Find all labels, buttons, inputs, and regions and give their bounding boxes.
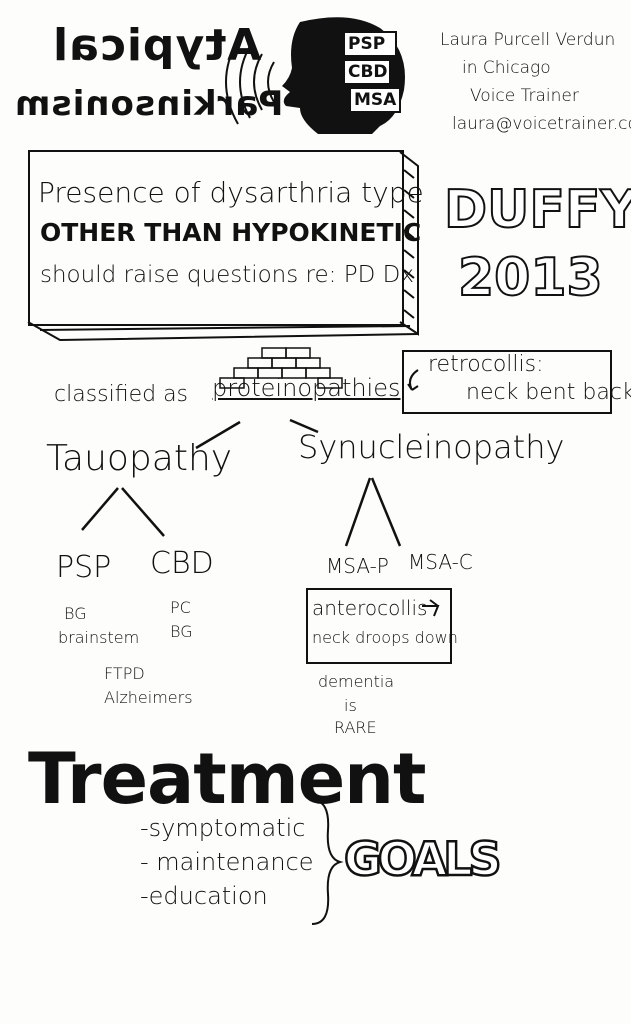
- banner-frame: [27, 151, 419, 342]
- anterocollis-arrow-icon: [422, 599, 440, 617]
- treatment-item-maintenance: - maintenance: [140, 848, 314, 876]
- anterocollis-desc: neck droops down: [312, 628, 458, 647]
- anterocollis-box: [306, 588, 452, 664]
- author-location: in Chicago: [462, 58, 551, 78]
- classified-as: classified as: [54, 382, 189, 407]
- head-label-psp: PSP: [348, 34, 386, 54]
- msa-p-label: MSA-P: [326, 554, 389, 578]
- retrocollis-arrow-icon: [407, 369, 419, 391]
- title-line1: Atypical: [52, 20, 262, 71]
- cbd-site-pc: PC: [170, 598, 191, 617]
- psp-site-brainstem: brainstem: [58, 628, 140, 647]
- synucleinopathy-label: Synucleinopathy: [298, 428, 565, 466]
- dementia-rare: RARE: [334, 718, 377, 737]
- retrocollis-desc: neck bent back: [466, 380, 631, 405]
- author-email: laura@voicetrainer.com: [452, 114, 631, 134]
- proteinopathies: proteinopathies: [212, 374, 401, 402]
- source-year: 2013: [457, 247, 604, 309]
- brick-wall-icon: [219, 347, 343, 389]
- treatment-title: Treatment: [28, 738, 426, 820]
- head-label-cbd: CBD: [348, 62, 388, 82]
- retrocollis-box: [402, 350, 612, 414]
- cbd-label: CBD: [150, 546, 214, 581]
- psp-site-bg: BG: [64, 604, 87, 623]
- msa-c-label: MSA-C: [408, 550, 473, 574]
- title-line2: Parkinsonism: [14, 84, 284, 124]
- author-role: Voice Trainer: [470, 86, 579, 106]
- treatment-item-symptomatic: -symptomatic: [140, 814, 306, 842]
- author-name: Laura Purcell Verdun: [440, 30, 616, 50]
- tree-lines: [81, 418, 402, 547]
- anterocollis-term: anterocollis: [312, 596, 428, 620]
- psp-label: PSP: [56, 550, 112, 585]
- goals-bubble-text: GOALS: [343, 831, 503, 888]
- retrocollis-term: retrocollis:: [428, 352, 544, 377]
- banner-line1: Presence of dysarthria type: [38, 176, 424, 209]
- banner-line2: OTHER THAN HYPOKINETIC: [40, 218, 422, 247]
- head-label-msa: MSA: [354, 90, 397, 110]
- banner-line3: should raise questions re: PD Dx: [40, 262, 414, 288]
- related-alzheimers: Alzheimers: [104, 688, 193, 707]
- sound-waves-icon: [225, 39, 275, 125]
- tauopathy-label: Tauopathy: [46, 438, 233, 479]
- treatment-item-education: -education: [140, 882, 268, 910]
- cbd-site-bg: BG: [170, 622, 193, 641]
- dementia-is: is: [344, 696, 357, 715]
- treatment-brace: [311, 799, 344, 925]
- related-ftpd: FTPD: [104, 664, 145, 683]
- source-name: DUFFY: [443, 179, 631, 241]
- dysarthria-banner: [28, 150, 404, 326]
- dementia-word: dementia: [318, 672, 395, 691]
